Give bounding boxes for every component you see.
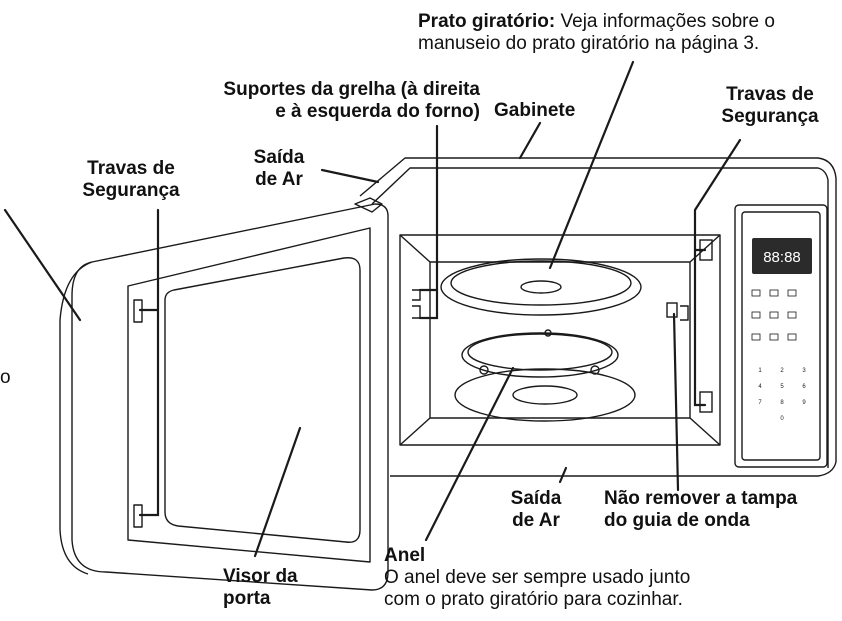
label-travas-direita-line2: Segurança bbox=[721, 106, 819, 127]
leader-anel bbox=[424, 366, 515, 542]
rack-support-left bbox=[412, 289, 421, 319]
leader-prato bbox=[548, 60, 635, 270]
label-gabinete: Gabinete bbox=[494, 100, 576, 121]
display-screen bbox=[752, 238, 812, 274]
number-key-6[interactable]: 6 bbox=[802, 384, 806, 390]
panel-button-2[interactable] bbox=[769, 289, 779, 297]
label-anel-text1: O anel deve ser sempre usado junto bbox=[384, 567, 691, 588]
door-edge bbox=[59, 261, 93, 575]
label-prato-giratorio-text2: manuseio do prato giratório na página 3. bbox=[418, 33, 760, 54]
door-window bbox=[164, 257, 361, 543]
number-key-8[interactable]: 8 bbox=[780, 400, 784, 406]
number-key-9[interactable]: 9 bbox=[802, 400, 806, 406]
label-prato-giratorio-text1: Veja informações sobre o bbox=[555, 11, 775, 32]
rack-support-right bbox=[680, 305, 689, 321]
panel-button-6[interactable] bbox=[787, 311, 797, 319]
label-saida-ar-base-line1: Saída bbox=[510, 488, 562, 509]
leader-left-edge bbox=[3, 208, 82, 322]
door-inner-frame bbox=[127, 227, 371, 563]
panel-button-5[interactable] bbox=[769, 311, 779, 319]
number-key-7[interactable]: 7 bbox=[758, 400, 762, 406]
leader-saida-topo bbox=[320, 168, 380, 184]
turntable-plate bbox=[440, 258, 642, 316]
label-anel-text2: com o prato giratório para cozinhar. bbox=[384, 589, 683, 610]
label-travas-direita-line1: Travas de bbox=[726, 84, 814, 105]
roller-ring-inner bbox=[467, 333, 613, 371]
cabinet-top-edge bbox=[371, 167, 829, 468]
roller-ring bbox=[461, 332, 619, 378]
label-edge-fragment: o bbox=[0, 367, 11, 388]
label-nao-remover-line1: Não remover a tampa bbox=[604, 488, 798, 509]
label-anel-title: Anel bbox=[384, 545, 426, 566]
panel-button-3[interactable] bbox=[787, 289, 797, 297]
floor-coupler-inner bbox=[512, 385, 578, 405]
number-key-5[interactable]: 5 bbox=[780, 384, 784, 390]
turntable-plate-rim bbox=[450, 260, 632, 306]
leader-suportes bbox=[418, 124, 439, 320]
door-outer bbox=[71, 203, 389, 591]
label-anel: Anel O anel deve ser sempre usado junto … bbox=[384, 545, 690, 611]
cavity-floor bbox=[399, 234, 721, 446]
label-saida-ar-topo-line1: Saída bbox=[253, 147, 305, 168]
label-saida-ar-base: Saída de Ar bbox=[503, 488, 569, 532]
panel-button-1[interactable] bbox=[751, 289, 761, 297]
number-key-4[interactable]: 4 bbox=[758, 384, 762, 390]
roller-wheel-left bbox=[479, 365, 489, 375]
label-prato-giratorio-title: Prato giratório: bbox=[418, 11, 556, 32]
leader-gabinete bbox=[518, 121, 542, 160]
waveguide-cover bbox=[666, 302, 678, 318]
label-suportes-grelha-line2: e à esquerda do forno) bbox=[275, 101, 480, 122]
panel-button-7[interactable] bbox=[751, 333, 761, 341]
roller-wheel-back bbox=[544, 329, 552, 337]
label-visor-porta-line1: Visor da bbox=[223, 566, 298, 587]
number-key-2[interactable]: 2 bbox=[780, 368, 784, 374]
oven-cavity bbox=[399, 234, 721, 446]
door-hinge-top bbox=[354, 197, 383, 213]
turntable-plate-center bbox=[520, 280, 562, 294]
label-saida-ar-topo-line2: de Ar bbox=[255, 169, 303, 190]
panel-button-8[interactable] bbox=[769, 333, 779, 341]
leader-nao-remover bbox=[672, 312, 680, 492]
leader-travas-direita bbox=[693, 138, 742, 407]
label-travas-esquerda-line2: Segurança bbox=[82, 180, 180, 201]
label-travas-esquerda-line1: Travas de bbox=[87, 158, 175, 179]
panel-button-9[interactable] bbox=[787, 333, 797, 341]
label-visor-porta-line2: porta bbox=[223, 588, 271, 609]
panel-button-4[interactable] bbox=[751, 311, 761, 319]
number-key-0[interactable]: 0 bbox=[780, 416, 784, 422]
floor-coupler-outer bbox=[454, 368, 636, 422]
label-nao-remover: Não remover a tampa do guia de onda bbox=[604, 488, 797, 532]
latch-hole-lower bbox=[699, 391, 713, 413]
leader-travas-esquerda bbox=[138, 208, 160, 517]
label-visor-porta: Visor da porta bbox=[223, 566, 298, 610]
label-travas-esquerda: Travas de Segurança bbox=[74, 158, 188, 202]
label-suportes-grelha: Suportes da grelha (à direita e à esquer… bbox=[223, 79, 480, 123]
keypad: 1 2 3 4 5 6 7 8 9 0 bbox=[758, 368, 806, 422]
control-panel bbox=[734, 204, 828, 468]
label-suportes-grelha-line1: Suportes da grelha (à direita bbox=[223, 79, 480, 100]
label-travas-direita: Travas de Segurança bbox=[712, 84, 828, 128]
label-nao-remover-line2: do guia de onda bbox=[604, 510, 750, 531]
number-key-3[interactable]: 3 bbox=[802, 368, 806, 374]
leader-saida-base bbox=[558, 466, 568, 484]
display-digits: 88:88 bbox=[763, 249, 801, 266]
number-key-1[interactable]: 1 bbox=[758, 368, 762, 374]
leader-visor bbox=[253, 426, 302, 558]
label-saida-ar-base-line2: de Ar bbox=[512, 510, 560, 531]
control-panel-inner bbox=[741, 211, 821, 461]
label-saida-ar-topo: Saída de Ar bbox=[246, 147, 312, 191]
cabinet-outline bbox=[359, 157, 837, 477]
label-prato-giratorio: Prato giratório: Veja informações sobre … bbox=[418, 11, 775, 55]
